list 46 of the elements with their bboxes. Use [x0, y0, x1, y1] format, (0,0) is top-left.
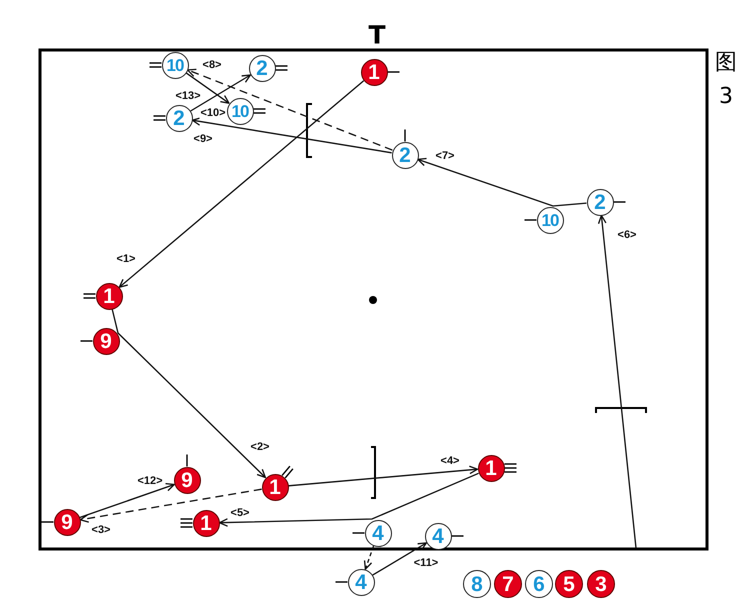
player-circle: 10	[536, 206, 564, 234]
edge-label: <6>	[616, 228, 638, 242]
player-circle: 2	[586, 188, 614, 216]
edge-label: <8>	[202, 58, 222, 72]
letter-label: T	[368, 22, 386, 48]
player-circle: 3	[587, 570, 615, 598]
dashed-arrow	[364, 546, 374, 570]
player-circle: 9	[92, 328, 120, 354]
player-circle: 9	[174, 466, 200, 494]
player-circle: 1	[360, 58, 388, 86]
player-circle: 1	[262, 474, 288, 500]
player-circle: 2	[392, 142, 418, 168]
arrow	[112, 308, 266, 478]
arrow	[598, 214, 637, 548]
arrow	[417, 158, 587, 207]
arrow	[79, 483, 175, 518]
edge-label: <10>	[199, 106, 227, 120]
dashed-arrow	[80, 488, 262, 523]
player-circle: 6	[525, 570, 553, 598]
dashed-arrow	[186, 68, 393, 151]
player-circle: 2	[248, 54, 276, 82]
edge-label: <5>	[230, 506, 250, 520]
arrow	[118, 80, 364, 288]
arrow	[372, 542, 428, 576]
player-circle: 1	[192, 510, 220, 536]
player-circle: 4	[364, 520, 392, 546]
arrow	[190, 74, 252, 112]
arrow	[186, 72, 230, 104]
edge-label: <9>	[192, 132, 214, 146]
player-circle: 10	[226, 98, 254, 124]
player-circle: 7	[494, 570, 522, 598]
player-circle: 1	[478, 454, 504, 482]
player-circle: 5	[555, 570, 583, 598]
player-circle: 4	[424, 522, 452, 550]
edge-label: <13>	[174, 90, 202, 102]
arrow	[288, 466, 478, 486]
player-circle: 4	[348, 568, 374, 596]
player-circle: 2	[166, 104, 192, 132]
player-circle: 9	[54, 508, 80, 536]
arrow	[192, 117, 392, 154]
figure-caption: 图3	[714, 49, 738, 111]
player-circle: 10	[162, 52, 188, 78]
player-circle: 1	[96, 282, 122, 310]
player-circle: 8	[463, 570, 491, 598]
edge-label: <3>	[90, 524, 112, 536]
arrow	[218, 472, 479, 527]
